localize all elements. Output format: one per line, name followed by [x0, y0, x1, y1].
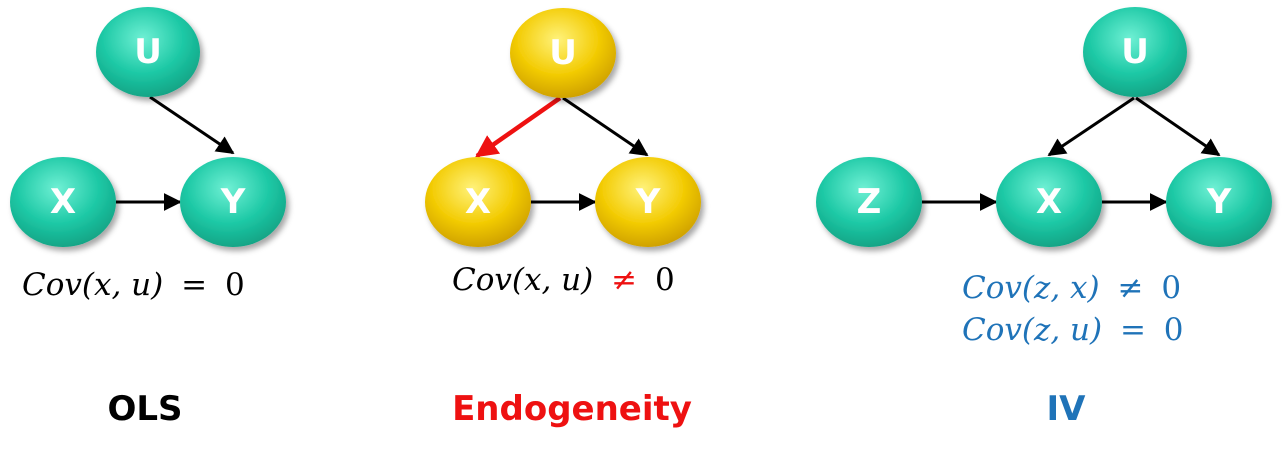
node-u: U [96, 7, 200, 97]
panel-endogeneity: U X Y Cov(x, u) ≠ 0 Endogeneity [425, 8, 701, 429]
svg-text:X: X [465, 182, 491, 222]
node-y: Y [180, 157, 286, 247]
svg-text:Y: Y [635, 182, 661, 222]
svg-text:Z: Z [857, 182, 882, 222]
svg-text:Y: Y [220, 182, 246, 222]
svg-text:Y: Y [1206, 182, 1232, 222]
arrow-u-to-x [475, 96, 562, 158]
node-u: U [1083, 7, 1187, 97]
arrow-u-to-y [149, 95, 235, 155]
arrow-u-to-x [1047, 96, 1135, 157]
node-x: X [996, 157, 1102, 247]
node-x: X [10, 157, 116, 247]
svg-text:X: X [1036, 182, 1062, 222]
caption-endogeneity: Endogeneity [452, 389, 692, 429]
arrow-u-to-y [562, 96, 649, 157]
node-x: X [425, 157, 531, 247]
panel-iv: U Z X Y Cov(z, x) ≠ 0 Cov(z, u) = 0 IV [816, 7, 1272, 429]
node-y: Y [1166, 157, 1272, 247]
formula-endogeneity: Cov(x, u) ≠ 0 [452, 262, 675, 298]
panel-ols: U X Y Cov(x, u) = 0 OLS [10, 7, 286, 429]
svg-text:U: U [134, 32, 162, 72]
formula-ols: Cov(x, u) = 0 [22, 267, 245, 303]
node-z: Z [816, 157, 922, 247]
node-u: U [510, 8, 616, 98]
svg-text:X: X [50, 182, 76, 222]
formula-iv-exogeneity: Cov(z, u) = 0 [962, 312, 1184, 348]
formula-iv-relevance: Cov(z, x) ≠ 0 [962, 270, 1181, 306]
caption-ols: OLS [107, 389, 182, 429]
svg-text:U: U [549, 33, 577, 73]
node-y: Y [595, 157, 701, 247]
arrow-u-to-y [1135, 96, 1221, 157]
svg-text:U: U [1121, 32, 1149, 72]
caption-iv: IV [1047, 389, 1087, 429]
